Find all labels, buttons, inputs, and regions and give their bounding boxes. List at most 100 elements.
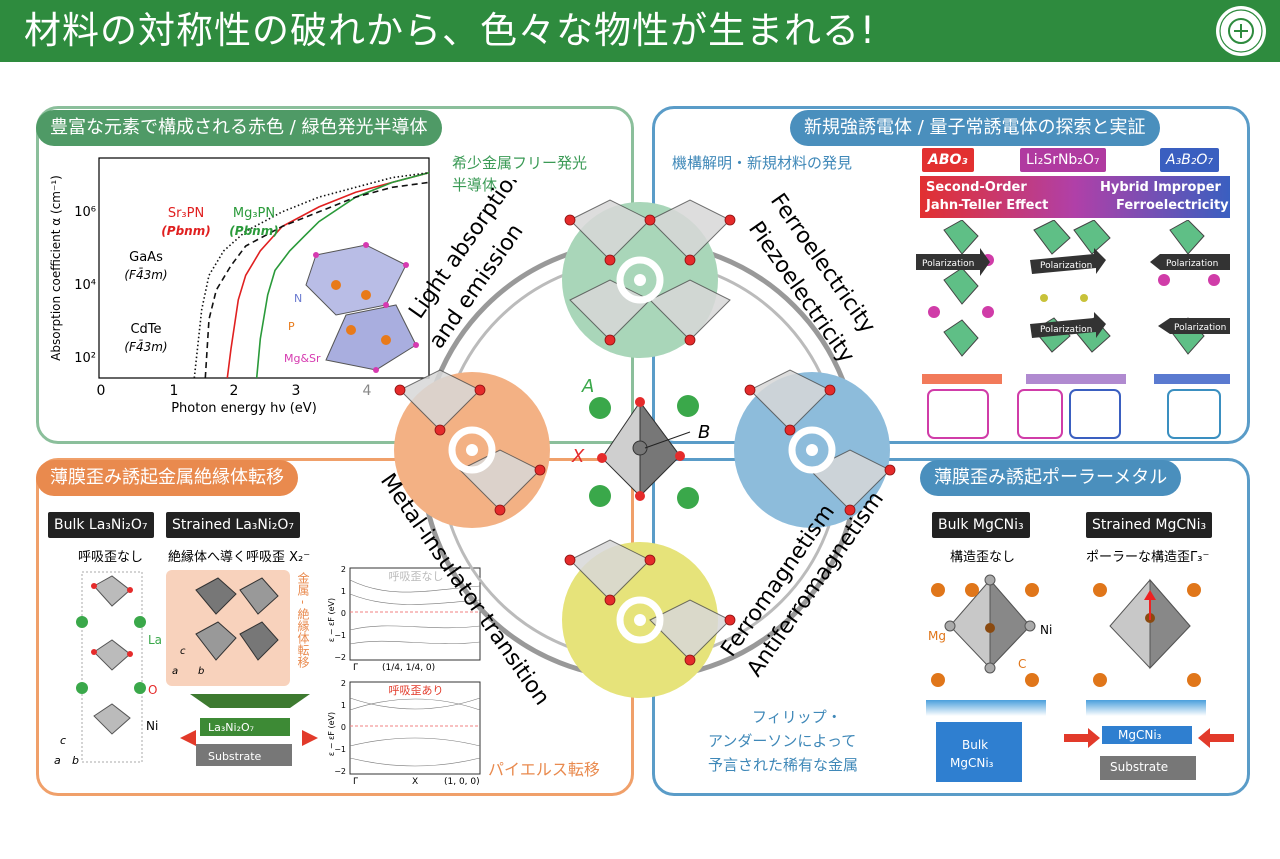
absorption-curves [193, 171, 430, 379]
axis-a: a [172, 666, 178, 677]
bulk-no-distortion-note: 構造歪なし [950, 550, 1016, 565]
band-y-tick: 1 [341, 587, 346, 596]
y-tick: 10⁶ [74, 205, 96, 220]
sr3pn-space: (Pbnm) [161, 224, 210, 238]
mg3pn-label: Mg₃PN [233, 206, 275, 221]
x-tick: 1 [170, 383, 179, 399]
atom-n-label: N [294, 292, 302, 305]
band-y-axis: ε − εF (eV) [327, 598, 336, 642]
bulk-la3ni2o7-structure: La O Ni c a b [54, 571, 162, 767]
polar-distortion-note: ポーラーな構造歪Γ₃⁻ [1086, 550, 1210, 565]
polarization-label: Polarization [922, 259, 974, 269]
mechanism-note: 機構解明・新規材料の発見 [672, 154, 853, 172]
band-y-tick: −1 [334, 745, 346, 754]
rare-metal-free-note: 希少金属フリー発光 [452, 154, 588, 172]
atom-mgsr-label: Mg&Sr [284, 352, 321, 365]
tag-abo3: ABO₃ [922, 148, 974, 172]
gaas-space: (F4̄3m) [124, 268, 167, 282]
atom-ni-label: Ni [146, 719, 158, 733]
strain-arrows [1064, 728, 1234, 748]
semiconductor-note: 半導体 [452, 176, 498, 194]
strained-structure-box: c a b [166, 570, 290, 686]
substrate-label: Substrate [208, 750, 262, 763]
x-tick: 2 [230, 383, 239, 399]
mit-vertical-note: 金属 - 絶縁体転移 [296, 572, 310, 668]
strained-mgcni3-octahedron [1093, 578, 1201, 687]
la3ni2o7-thin-film: La₃Ni₂O₇ Substrate [180, 694, 318, 766]
mgcni3-structures: Mg Ni C [928, 574, 1201, 687]
sr3pn-label: Sr₃PN [168, 206, 204, 221]
title-banner: 材料の対称性の破れから、色々な物性が生まれる! [0, 0, 1280, 62]
axis-b: b [198, 666, 204, 677]
band-y-tick: 2 [341, 679, 346, 688]
x-tick: 4 [363, 383, 372, 399]
band-y-tick: −2 [334, 653, 346, 662]
anderson-note-1: フィリップ・ [752, 708, 842, 726]
tag-bulk-mgcni3: Bulk MgCNi₃ [932, 512, 1030, 538]
mgcni3-film [1102, 726, 1192, 744]
polarization-label: Polarization [1040, 261, 1092, 271]
curve-cdte [204, 181, 430, 379]
sojt-line1: Second-Order [926, 180, 1027, 195]
bulk-glow [926, 700, 1046, 716]
curve-srpn [226, 171, 430, 379]
x-tick: 3 [292, 383, 301, 399]
page-title: 材料の対称性の破れから、色々な物性が生まれる! [24, 9, 876, 52]
gaas-label: GaAs [129, 250, 163, 265]
tag-li2srnb2o7: Li₂SrNb₂O₇ [1020, 148, 1106, 172]
tag-a3b2o7: A₃B₂O₇ [1160, 148, 1220, 172]
band-gamma: Γ [353, 663, 358, 673]
band-gamma: Γ [353, 777, 358, 787]
axis-b: b [72, 754, 79, 767]
band-top-label: 呼吸歪なし [389, 570, 444, 583]
ferroelectric-structures: Polarization Polarization Polarization P… [916, 220, 1230, 439]
mechanism-gradient-bar [920, 176, 1230, 218]
cdte-space: (F4̄3m) [124, 340, 167, 354]
mgcni3-substrate-label: Substrate [1110, 760, 1169, 774]
label-a: A [581, 376, 594, 397]
mg3pn-space: (Pbnm) [229, 224, 278, 238]
band-bottom-label: 呼吸歪あり [389, 684, 444, 697]
band-kpath-bottom: (1, 0, 0) [444, 777, 480, 787]
band-y-axis: ε − εF (eV) [327, 712, 336, 756]
cdte-label: CdTe [130, 322, 161, 337]
header-ferroelectric: 新規強誘電体 / 量子常誘電体の探索と実証 [790, 110, 1160, 146]
y-axis-label: Absorption coefficient α (cm⁻¹) [49, 175, 63, 361]
polarization-label: Polarization [1174, 323, 1226, 333]
anderson-note-2: アンダーソンによって [708, 732, 857, 750]
band-y-tick: 1 [341, 701, 346, 710]
mgcni3-substrate [1100, 756, 1196, 780]
y-tick: 10⁴ [74, 278, 96, 293]
band-y-tick: 2 [341, 565, 346, 574]
atom-mg-label: Mg [928, 629, 946, 643]
hif-line2: Ferroelectricity [1116, 198, 1229, 213]
atom-c-label: C [1018, 657, 1026, 671]
axis-a: a [54, 754, 61, 767]
polarization-label: Polarization [1040, 325, 1092, 335]
sojt-line2: Jahn-Teller Effect [926, 198, 1049, 213]
header-metal-insulator: 薄膜歪み誘起金属絶縁体転移 [36, 460, 298, 496]
atom-o-label: O [148, 683, 157, 697]
band-x: X [412, 777, 418, 787]
label-b: B [698, 422, 710, 443]
bulk-mgcni3-octahedron: Mg Ni C [928, 574, 1052, 687]
mgcni3-film-label: MgCNi₃ [1118, 728, 1162, 742]
gear-icon [448, 256, 836, 644]
center-symmetry-diagram: A B X Light absorption and emission Ferr… [375, 180, 896, 710]
band-y-tick: −1 [334, 631, 346, 640]
axis-c: c [180, 646, 186, 657]
band-structure-plots: ε − εF (eV) ε − εF (eV) 2 1 0 −1 −2 2 1 … [327, 565, 481, 787]
tag-strained-mgcni3: Strained MgCNi₃ [1086, 512, 1213, 538]
bulk-no-breathing-note: 呼吸歪なし [78, 550, 144, 565]
atom-ni-label: Ni [1040, 623, 1052, 637]
band-y-tick: −2 [334, 767, 346, 776]
bulk-block [936, 722, 1022, 782]
university-seal [1216, 6, 1266, 56]
x-tick: 0 [97, 383, 106, 399]
mg3pn-crystal-inset [305, 242, 419, 373]
header-polar-metal: 薄膜歪み誘起ポーラーメタル [920, 460, 1182, 496]
anderson-note-3: 予言された稀有な金属 [708, 756, 859, 774]
x-axis-label: Photon energy hν (eV) [171, 401, 317, 416]
polarization-arrows: Polarization Polarization Polarization P… [916, 248, 1230, 338]
hif-line1: Hybrid Improper [1100, 180, 1221, 195]
